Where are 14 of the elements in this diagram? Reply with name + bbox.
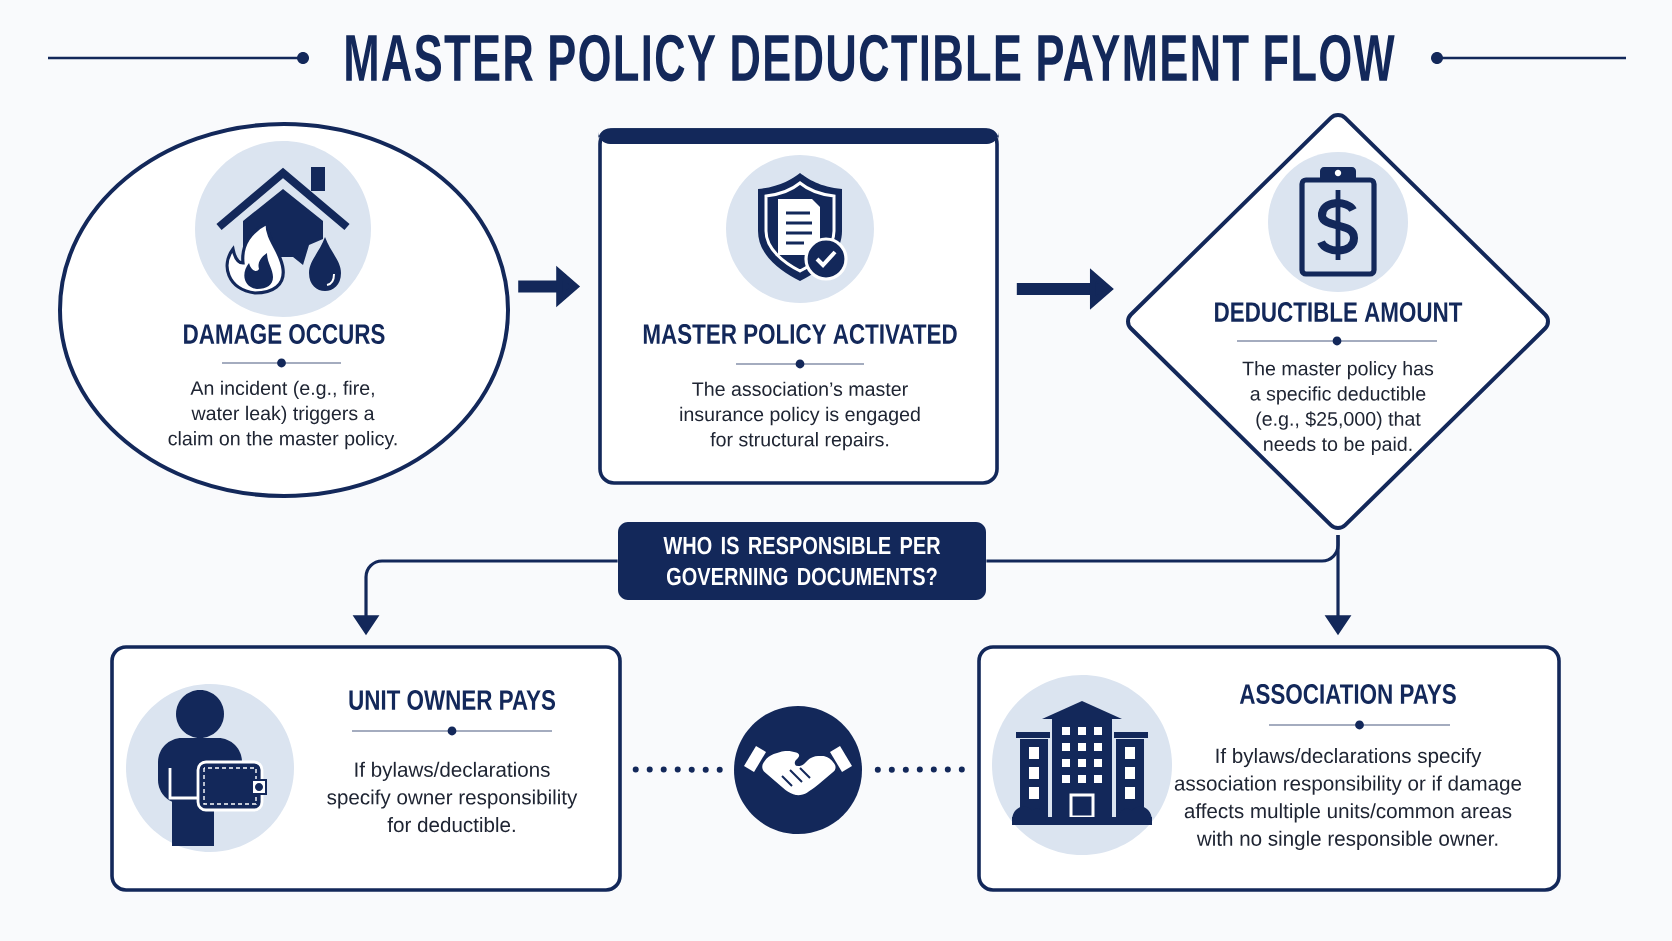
step-description: If bylaws/declarations specify owner responsibility for deductible. bbox=[327, 761, 578, 833]
step-description: The master policy has a specific deductible (e.g., $25,000) that needs to be paid. bbox=[1242, 361, 1434, 455]
question-banner: WHO IS RESPONSIBLE PER GOVERNING DOCUMENTS? bbox=[618, 522, 986, 600]
step-description: If bylaws/declarations specify association responsibility or if damage affects multiple units/common areas with no single responsible owner. bbox=[1174, 748, 1522, 850]
step-heading: DEDUCTIBLE AMOUNT bbox=[1215, 302, 1463, 322]
step-description: An incident (e.g., fire, water leak) triggers a claim on the master policy. bbox=[168, 380, 397, 450]
step-heading: UNIT OWNER PAYS bbox=[349, 690, 556, 710]
title: MASTER POLICY DEDUCTIBLE PAYMENT FLOW bbox=[346, 34, 1395, 82]
step-description: The association’s master insurance policy is engaged for structural repairs. bbox=[680, 381, 920, 451]
step-heading: MASTER POLICY ACTIVATED bbox=[643, 324, 957, 344]
step-heading: ASSOCIATION PAYS bbox=[1239, 684, 1456, 704]
dotted-line bbox=[874, 766, 965, 773]
dotted-line bbox=[632, 766, 723, 773]
step-heading: DAMAGE OCCURS bbox=[184, 324, 385, 344]
